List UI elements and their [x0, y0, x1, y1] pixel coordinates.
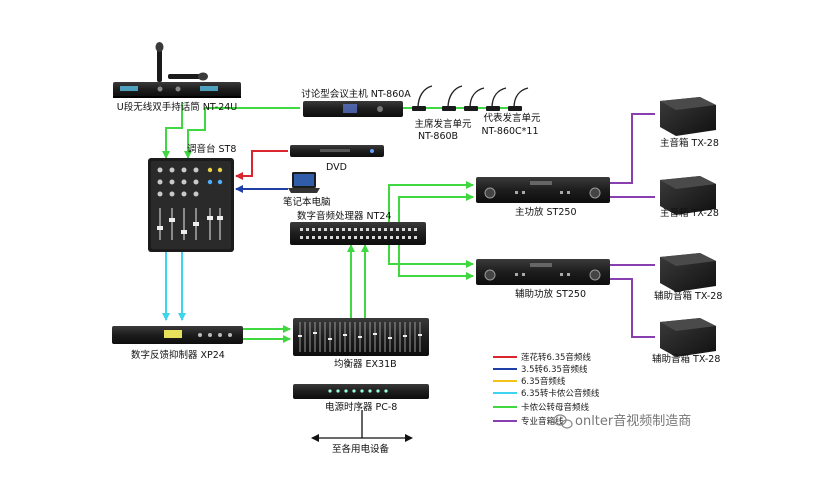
microphone-icon — [155, 42, 164, 82]
cable-main-amp-to-speaker-1 — [610, 113, 655, 184]
graphic-equalizer — [293, 318, 429, 356]
wireless-mic-label: U段无线双手持话筒 NT-24U — [117, 101, 238, 113]
legend-item-label: 3.5转6.35音频线 — [521, 364, 588, 375]
delegate-unit-label: 代表发言单元 — [483, 112, 541, 124]
conference-host-label: 讨论型会议主机 NT-860A — [301, 88, 411, 100]
main-amp-label: 主功放 ST250 — [515, 206, 577, 218]
main-speaker-1-label: 主音箱 TX-28 — [660, 137, 719, 149]
equalizer-label: 均衡器 EX31B — [334, 358, 397, 370]
aux-amp-label: 辅助功放 ST250 — [515, 288, 586, 300]
power-sequencer-label: 电源时序器 PC-8 — [325, 401, 397, 413]
cable-processor-to-main-amp-a — [388, 181, 474, 222]
chairman-unit-label: 主席发言单元 — [414, 118, 472, 130]
cable-dvd-to-mixer — [235, 150, 288, 180]
cable-processor-to-aux-amp-a — [388, 245, 474, 268]
speaker-main-1 — [660, 97, 716, 136]
mixer-label: 调音台 ST8 — [187, 143, 236, 155]
dvd-player — [290, 145, 384, 157]
aux-speaker-1-label: 辅助音箱 TX-28 — [654, 290, 722, 302]
speaker-aux-2 — [660, 318, 716, 357]
wechat-icon — [553, 414, 573, 429]
to-devices-label: 至各用电设备 — [332, 443, 390, 455]
aux-amplifier — [476, 259, 610, 285]
audio-processor — [290, 222, 426, 245]
conference-host — [303, 101, 403, 117]
legend-item-label: 卡侬公转母音频线 — [521, 402, 590, 413]
feedback-suppressor — [112, 326, 243, 344]
wireless-mic-receiver — [113, 82, 241, 98]
processor-label: 数字音频处理器 NT24 — [297, 210, 392, 222]
mixer-console — [148, 158, 234, 252]
main-amplifier — [476, 177, 610, 203]
legend-item-label: 6.35转卡侬公音频线 — [521, 388, 600, 399]
cable-processor-to-main-amp-b — [398, 193, 474, 222]
cable-host-to-mixer — [184, 107, 300, 159]
laptop-label: 笔记本电脑 — [283, 196, 331, 208]
speaker-aux-1 — [660, 253, 716, 292]
cable-wireless-to-mixer — [162, 102, 183, 159]
feedback-suppressor-label: 数字反馈抑制器 XP24 — [131, 349, 225, 361]
legend-item-label: 专业音箱线 — [521, 416, 564, 427]
gooseneck-mic-units — [417, 85, 529, 109]
watermark: onlter音视频制造商 — [553, 413, 691, 429]
aux-speaker-2-label: 辅助音箱 TX-28 — [652, 353, 720, 365]
watermark-text: onlter音视频制造商 — [575, 413, 691, 429]
main-speaker-2-label: 主音箱 TX-28 — [660, 207, 719, 219]
mic-unit-bases — [412, 106, 522, 111]
laptop-icon — [288, 172, 320, 193]
legend: 莲花转6.35音频线 3.5转6.35音频线 6.35音频线 6.35转卡侬公音… — [493, 352, 600, 427]
cable-processor-to-aux-amp-b — [398, 245, 474, 280]
cable-aux-amp-to-speaker-2 — [610, 278, 655, 338]
microphone-icon — [168, 72, 208, 81]
dvd-label: DVD — [326, 162, 347, 173]
chairman-unit-model: NT-860B — [418, 131, 458, 142]
legend-item-label: 6.35音频线 — [521, 376, 566, 387]
delegate-unit-model: NT-860C*11 — [481, 126, 538, 137]
power-sequencer — [293, 384, 429, 399]
speaker-main-2 — [660, 176, 716, 215]
legend-item-label: 莲花转6.35音频线 — [521, 352, 591, 363]
cable-layer — [162, 102, 655, 442]
